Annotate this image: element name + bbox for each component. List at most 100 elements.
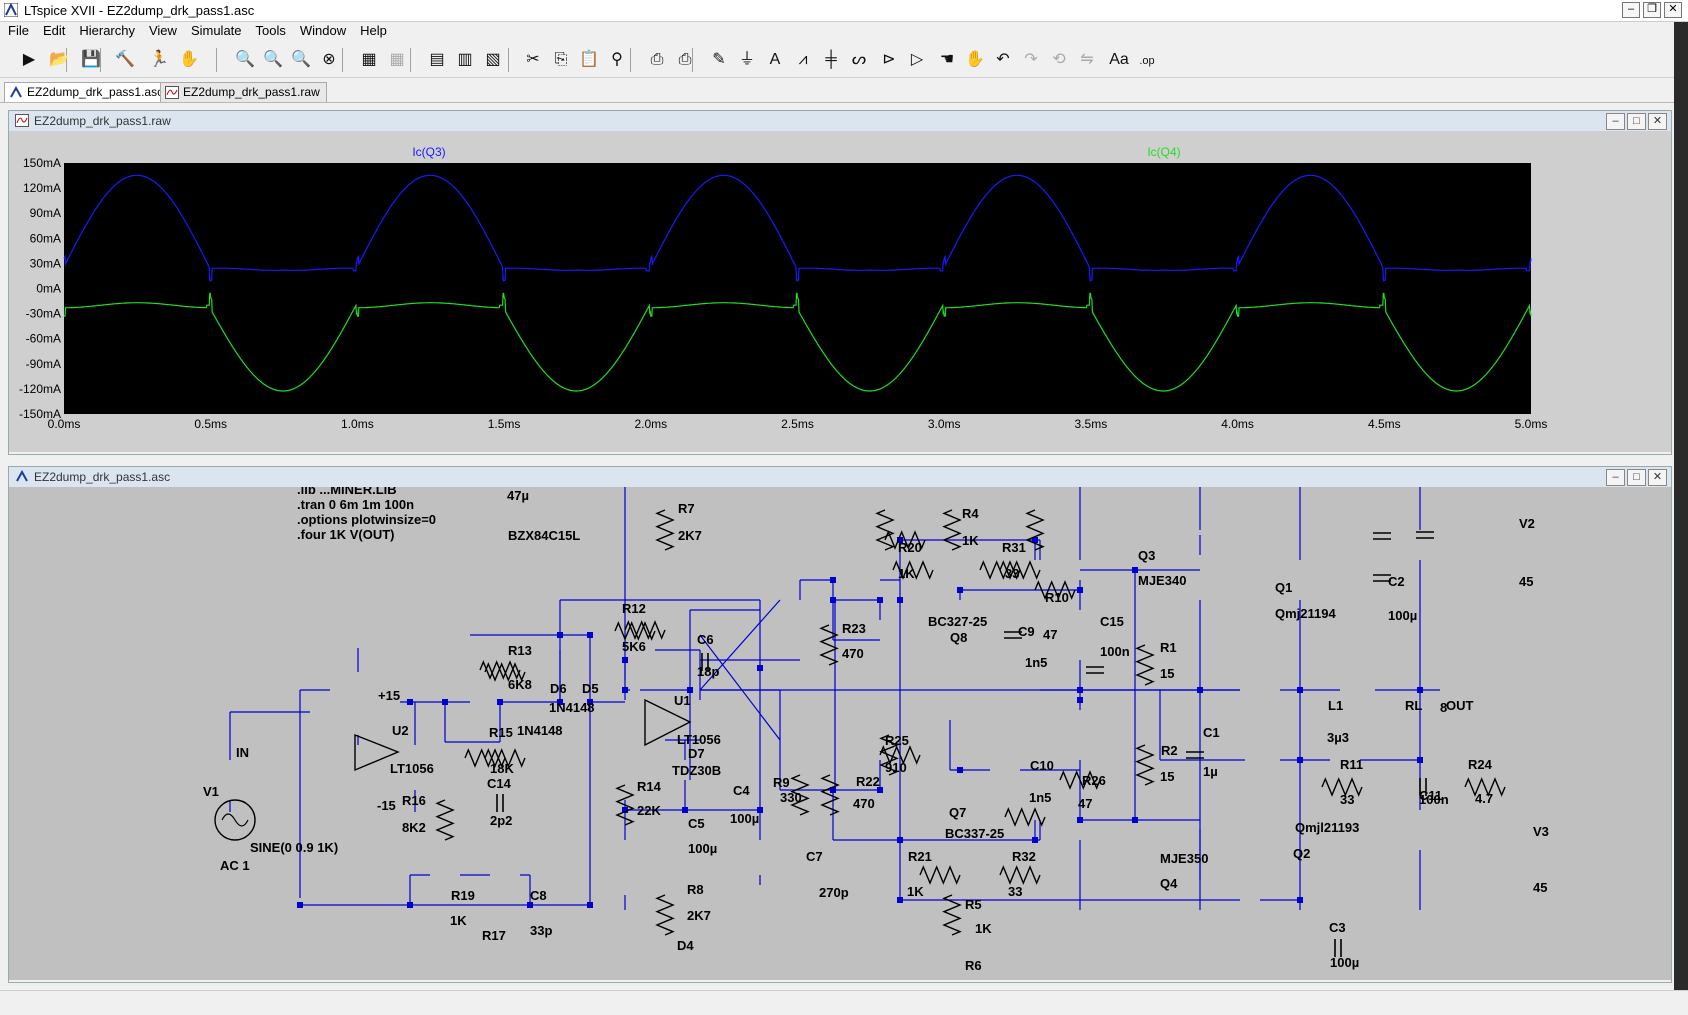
svg-text:⏚: ⏚ [739,50,755,68]
spice-directive[interactable]: .tran 0 6m 1m 100n [297,497,414,512]
schematic-maximize-button[interactable]: □ [1627,469,1646,486]
open-icon[interactable]: 📂 [46,46,72,72]
waveform-window-titlebar[interactable]: EZ2dump_drk_pass1.raw – □ ✕ [9,111,1671,131]
plot-close-button[interactable]: ✕ [1648,113,1667,130]
menu-file[interactable]: File [8,23,29,38]
print-setup-icon[interactable]: ⎙ [672,46,698,72]
component-label: R23 [842,621,866,636]
drag-icon[interactable]: ✋ [962,46,988,72]
tile-vertical-icon[interactable]: ▧ [480,46,506,72]
y-tick-label: 150mA [23,156,61,170]
component-label: R32 [1012,849,1036,864]
trace-ic-q4[interactable] [64,292,1532,392]
capacitor-icon[interactable]: ╪ [818,46,844,72]
spice-directive-icon[interactable]: .op [1134,46,1160,72]
menu-tools[interactable]: Tools [255,23,286,38]
tab-schematic[interactable]: EZ2dump_drk_pass1.asc [4,82,171,102]
spice-directive[interactable]: .lib ...MINER.LIB [297,487,397,497]
menu-edit[interactable]: Edit [42,23,66,38]
plot-minimize-button[interactable]: – [1606,113,1625,130]
move-icon[interactable]: ☚ [934,46,960,72]
trace-ic-q3[interactable] [63,174,1532,282]
component-label: 470 [853,796,875,811]
component-label: D5 [582,681,599,696]
svg-text:⎙: ⎙ [679,51,692,68]
component-label: L1 [1328,698,1343,713]
plot-maximize-button[interactable]: □ [1627,113,1646,130]
component-label: 47 [1043,627,1057,642]
component-label: 330 [780,790,802,805]
svg-text:✎: ✎ [712,51,725,68]
y-tick-label: -90mA [26,357,61,371]
plot-area[interactable] [64,163,1531,414]
menu-view[interactable]: View [148,23,177,38]
run-arrow-icon[interactable]: 🏃 [146,46,172,72]
component-label: R6 [965,958,982,973]
component-label: 1K [450,913,467,928]
menu-hierarchy[interactable]: Hierarchy [79,23,135,38]
print-icon[interactable]: ⎙ [644,46,670,72]
mirror-icon[interactable]: ⇋ [1074,46,1100,72]
zoom-in-icon[interactable]: 🔍 [232,46,258,72]
spice-directive[interactable]: .four 1K V(OUT) [297,527,395,542]
cascade-icon[interactable]: ▥ [452,46,478,72]
resistor-icon[interactable]: ⩘ [790,46,816,72]
component-label: 45 [1533,880,1547,895]
menu-window[interactable]: Window [299,23,347,38]
rotate-icon[interactable]: ⟲ [1046,46,1072,72]
control-panel-icon[interactable]: 🔨 [112,46,138,72]
component-icon[interactable]: ▷ [904,46,930,72]
autorange-icon[interactable]: ▦ [356,46,382,72]
waveform-chart[interactable]: 150mA120mA90mA60mA30mA0mA-30mA-60mA-90mA… [9,131,1671,452]
redo-icon[interactable]: ↷ [1018,46,1044,72]
component-label: R1 [1160,640,1177,655]
svg-text:⊗: ⊗ [322,51,335,68]
wire-junction [877,787,883,793]
minimize-button[interactable]: – [1622,2,1640,18]
paste-icon[interactable]: 📋 [576,46,602,72]
inductor-icon[interactable]: ᔕ [846,46,872,72]
text-icon[interactable]: Aa [1106,46,1132,72]
tile-horizontal-icon[interactable]: ▤ [424,46,450,72]
spice-directives[interactable]: .lib ...MINER.LIB.tran 0 6m 1m 100n.opti… [297,487,436,542]
close-button[interactable]: ✕ [1664,2,1682,18]
undo-icon[interactable]: ↶ [990,46,1016,72]
find-icon[interactable]: ⚲ [604,46,630,72]
schematic-close-button[interactable]: ✕ [1648,469,1667,486]
x-tick-label: 1.5ms [488,417,521,431]
zoom-cancel-icon[interactable]: ⊗ [316,46,342,72]
menu-help[interactable]: Help [360,23,387,38]
series-label-ic-q4[interactable]: Ic(Q4) [1147,145,1180,159]
tab-waveform[interactable]: EZ2dump_drk_pass1.raw [160,82,327,102]
autorange-dim-icon[interactable]: ▦ [384,46,410,72]
component-label: 100n [1419,792,1449,807]
series-label-ic-q3[interactable]: Ic(Q3) [412,145,445,159]
component-label: 100µ [688,841,717,856]
restore-button[interactable]: ❐ [1643,2,1661,18]
schematic-window-titlebar[interactable]: EZ2dump_drk_pass1.asc – □ ✕ [9,467,1671,487]
ground-icon[interactable]: ⏚ [734,46,760,72]
pan-hand-icon[interactable]: ✋ [176,46,202,72]
draw-wire-icon[interactable]: ✎ [706,46,732,72]
schematic-minimize-button[interactable]: – [1606,469,1625,486]
zoom-area-icon[interactable]: 🔍 [260,46,286,72]
y-tick-label: 120mA [23,181,61,195]
component-label: 8K2 [402,820,426,835]
component-label: R2 [1161,743,1178,758]
run-icon[interactable]: ▶ [16,46,42,72]
menu-simulate[interactable]: Simulate [190,23,242,38]
x-tick-label: 0.0ms [48,417,81,431]
label-net-icon[interactable]: A [762,46,788,72]
save-icon[interactable]: 💾 [78,46,104,72]
wire-junction [297,902,303,908]
diode-icon[interactable]: ⊳ [876,46,902,72]
zoom-out-icon[interactable]: 🔍 [288,46,314,72]
copy-icon[interactable]: ⎘ [548,46,574,72]
svg-text:A: A [770,51,781,68]
spice-directive[interactable]: .options plotwinsize=0 [297,512,436,527]
cut-icon[interactable]: ✂ [520,46,546,72]
component-label: R5 [965,897,982,912]
